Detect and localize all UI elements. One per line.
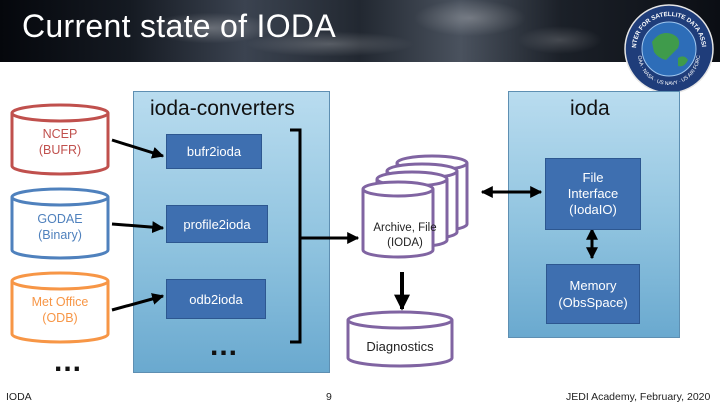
- footer-right: JEDI Academy, February, 2020: [566, 391, 711, 403]
- metoffice-cylinder: [10, 271, 110, 344]
- memory-box: Memory (ObsSpace): [546, 264, 640, 324]
- footer-left: IODA: [6, 391, 32, 403]
- page-number: 9: [326, 391, 332, 403]
- metoffice-label: Met Office (ODB): [12, 294, 108, 326]
- converters-more-ellipsis: ...: [210, 329, 239, 362]
- memory-line2: (ObsSpace): [558, 295, 628, 310]
- godae-name: GODAE: [37, 212, 83, 226]
- file-interface-line2: Interface: [567, 186, 619, 201]
- archive-cylinder-stack: [361, 154, 469, 259]
- converters-bracket: [290, 128, 302, 344]
- file-interface-box: File Interface (IodaIO): [545, 158, 641, 230]
- header-banner: Current state of IODA: [0, 0, 720, 62]
- bufr2ioda-box: bufr2ioda: [166, 134, 262, 169]
- diagnostics-label: Diagnostics: [366, 339, 434, 354]
- ncep-cylinder: [10, 103, 110, 176]
- arrow-godae-to-profile2ioda: [111, 221, 165, 234]
- metoffice-name: Met Office: [31, 295, 89, 309]
- slide-title: Current state of IODA: [22, 8, 336, 44]
- diagnostics-cylinder: [346, 310, 454, 368]
- sources-more-ellipsis: ...: [54, 345, 83, 378]
- jcsda-logo: JOINT CENTER FOR SATELLITE DATA ASSIMILA…: [622, 2, 714, 94]
- profile2ioda-box: profile2ioda: [166, 205, 268, 243]
- ioda-converters-title: ioda-converters: [150, 97, 295, 120]
- file-interface-line1: File: [582, 170, 604, 185]
- ioda-title: ioda: [570, 97, 610, 120]
- godae-format: (Binary): [38, 228, 82, 242]
- godae-cylinder: [10, 187, 110, 260]
- odb2ioda-box: odb2ioda: [166, 279, 266, 319]
- memory-line1: Memory: [569, 278, 617, 293]
- profile2ioda-label: profile2ioda: [183, 216, 251, 232]
- ncep-label: NCEP (BUFR): [12, 126, 108, 158]
- arrow-metoffice-to-odb2ioda: [111, 293, 165, 312]
- arrow-ncep-to-bufr2ioda: [111, 138, 165, 159]
- ncep-format: (BUFR): [38, 143, 82, 157]
- godae-label: GODAE (Binary): [12, 211, 108, 243]
- archive-label: Archive, File (IODA): [363, 221, 447, 251]
- odb2ioda-label: odb2ioda: [189, 291, 243, 307]
- file-interface-line3: (IodaIO): [569, 202, 617, 217]
- archive-label-line1: Archive, File: [373, 222, 437, 234]
- bufr2ioda-label: bufr2ioda: [186, 144, 242, 159]
- ncep-name: NCEP: [42, 127, 78, 141]
- metoffice-format: (ODB): [42, 311, 78, 325]
- archive-label-line2: (IODA): [387, 237, 423, 249]
